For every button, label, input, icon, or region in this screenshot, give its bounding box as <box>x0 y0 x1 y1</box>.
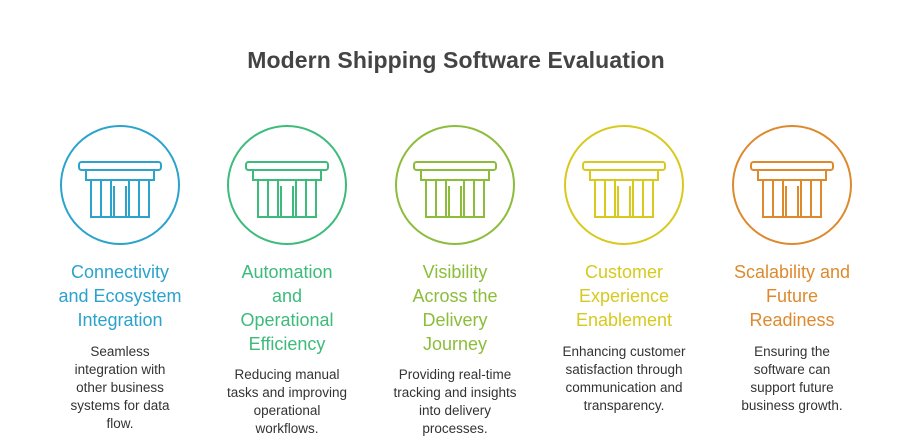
pillar-description: Enhancing customer satisfaction through … <box>562 344 686 413</box>
pillar-description: Reducing manual tasks and improving oper… <box>226 367 348 436</box>
pillar-column-icon <box>731 124 853 246</box>
pillar-column-icon <box>394 124 516 246</box>
pillar-description: Ensuring the software can support future… <box>741 344 843 413</box>
pillar-column-icon <box>226 124 348 246</box>
pillar-scalability: Scalability and Future Readiness Ensurin… <box>707 124 877 444</box>
pillar-heading: Visibility Across the Delivery Journey <box>412 262 498 354</box>
pillar-heading: Scalability and Future Readiness <box>733 262 851 330</box>
pillar-description: Providing real-time tracking and insight… <box>393 367 517 436</box>
pillar-heading: Automation and Operational Efficiency <box>240 262 334 354</box>
pillar-column-icon <box>563 124 685 246</box>
pillar-description: Seamless integration with other business… <box>70 344 170 431</box>
pillar-customer-experience: Customer Experience Enablement Enhancing… <box>539 124 709 444</box>
pillar-column-icon <box>59 124 181 246</box>
pillar-automation: Automation and Operational Efficiency Re… <box>202 124 372 444</box>
pillar-heading: Connectivity and Ecosystem Integration <box>58 262 182 330</box>
diagram-title: Modern Shipping Software Evaluation <box>247 47 665 73</box>
pillar-visibility: Visibility Across the Delivery Journey P… <box>370 124 540 444</box>
pillar-heading: Customer Experience Enablement <box>575 262 673 330</box>
pillar-connectivity: Connectivity and Ecosystem Integration S… <box>35 124 205 444</box>
